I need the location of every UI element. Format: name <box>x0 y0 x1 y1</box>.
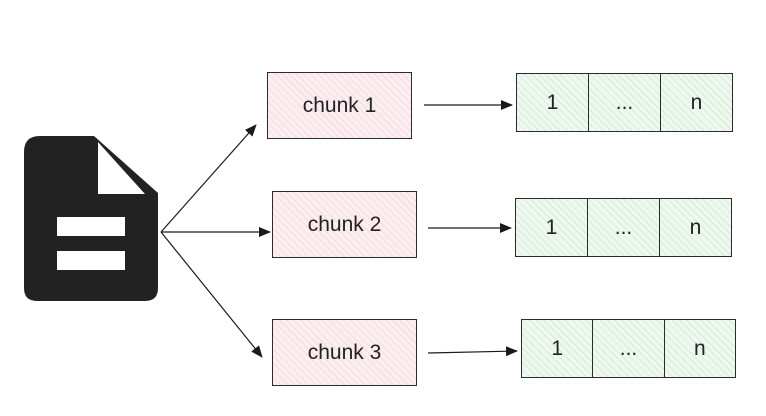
slot-last: n <box>661 74 732 131</box>
slot-first: 1 <box>516 199 588 256</box>
slot-row-1: 1 ... n <box>516 73 733 132</box>
chunk-box-2: chunk 2 <box>272 191 417 258</box>
slot-ellipsis: ... <box>588 199 660 256</box>
chunk-box-3: chunk 3 <box>272 319 417 386</box>
chunk-box-1: chunk 1 <box>267 72 412 139</box>
slot-row-2: 1 ... n <box>515 198 732 257</box>
document-icon <box>24 136 158 301</box>
slot-row-3: 1 ... n <box>521 319 736 378</box>
arrow-to-chunk-1 <box>160 124 257 233</box>
slot-ellipsis: ... <box>589 74 661 131</box>
slot-first: 1 <box>522 320 594 377</box>
slot-first: 1 <box>517 74 589 131</box>
arrow-to-chunk-3 <box>160 231 263 358</box>
slot-ellipsis: ... <box>593 320 665 377</box>
arrow-chunk-3-to-slots <box>427 346 518 357</box>
slot-last: n <box>664 320 735 377</box>
slot-last: n <box>660 199 731 256</box>
